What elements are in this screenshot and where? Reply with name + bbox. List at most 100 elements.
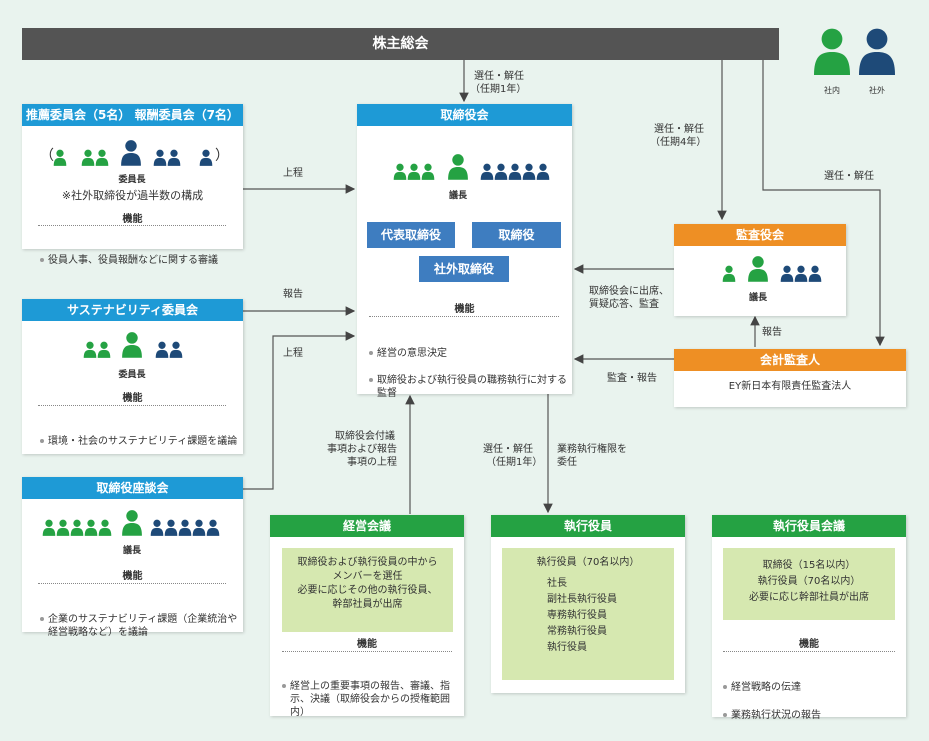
internal-person-icon [814, 28, 850, 76]
function-title: 機能 [122, 393, 143, 404]
function-title: 機能 [799, 639, 819, 650]
nomination-note: ※社外取締役が過半数の構成 [61, 189, 204, 202]
internal-person-icon [421, 163, 435, 180]
function-item: 環境・社会のサステナビリティ課題を議論 [40, 435, 243, 448]
internal-person-icon [42, 519, 56, 536]
director-council-box: 取締役座談会 議長 機能 企業のサステナビリティ課題（企業統治や経営戦略など）を… [22, 477, 243, 638]
legend-internal-label: 社内 [824, 86, 840, 95]
external-person-icon [153, 149, 167, 166]
internal-person-icon [393, 163, 407, 180]
label-audit-attend-b: 質疑応答、監査 [589, 299, 659, 310]
chair-label: 議長 [122, 546, 141, 556]
external-person-icon [150, 519, 164, 536]
chair-label: 議長 [748, 293, 767, 303]
chair-person-icon [448, 154, 468, 180]
label-delegate-a: 業務執行権限を [557, 444, 627, 455]
external-person-icon [169, 341, 183, 358]
representative-director-button[interactable]: 代表取締役 [367, 222, 455, 248]
external-person-icon [794, 265, 808, 282]
label-submit-council: 上程 [283, 348, 303, 359]
panel-line: 幹部社員が出席 [332, 599, 403, 610]
label-mgmt-submit-a: 取締役会付議 [335, 431, 395, 442]
panel-line: 必要に応じ幹部社員が出席 [749, 592, 869, 603]
function-item: 業務執行状況の報告 [723, 709, 906, 722]
external-person-icon [808, 265, 822, 282]
nomination-committee-title: 推薦委員会（5名） 報酬委員会（7名） [22, 104, 243, 126]
shareholders-bar: 株主総会 [22, 28, 779, 60]
external-person-icon [480, 163, 494, 180]
function-item: 経営上の重要事項の報告、審議、指示、決議（取締役会からの授権範囲内） [282, 680, 462, 719]
role-item: 副社長執行役員 [547, 594, 617, 605]
board-box: 取締役会 議長 代表取締役 取締役 社外取締役 機能 経営の意思決定 取締役およ… [357, 104, 572, 399]
external-person-icon [164, 519, 178, 536]
function-title: 機能 [454, 304, 475, 315]
chair-person-icon [748, 256, 768, 282]
divider [38, 583, 226, 584]
paren-left: （ [40, 148, 54, 164]
role-item: 専務執行役員 [547, 610, 607, 621]
internal-person-icon [722, 265, 736, 282]
internal-person-icon [83, 341, 97, 358]
divider [282, 651, 452, 652]
panel-line: 取締役および執行役員の中から [297, 557, 438, 568]
internal-person-icon [53, 149, 67, 166]
function-item: 取締役および執行役員の職務執行に対する監督 [369, 374, 567, 400]
divider [723, 651, 895, 652]
label-elect-exec-b: （任期1年） [486, 457, 543, 468]
label-report-sustain: 報告 [283, 289, 303, 300]
divider [38, 225, 226, 226]
function-item: 企業のサステナビリティ課題（企業統治や経営戦略など）を議論 [40, 613, 243, 639]
internal-person-icon [56, 519, 70, 536]
panel-line: 必要に応じその他の執行役員、 [297, 585, 438, 596]
role-item: 執行役員 [547, 642, 587, 653]
external-person-icon [155, 341, 169, 358]
chair-person-icon [122, 332, 142, 358]
arrow-council-board [243, 331, 356, 490]
executive-officers-title: 執行役員 [491, 515, 685, 537]
chair-label: 委員長 [118, 370, 146, 380]
external-person-icon [192, 519, 206, 536]
external-person-icon [522, 163, 536, 180]
management-meeting-box: 経営会議 取締役および執行役員の中から メンバーを選任 必要に応じその他の執行役… [270, 515, 464, 719]
arrow-shareholders-auditor [762, 60, 885, 347]
director-council-title: 取締役座談会 [22, 477, 243, 499]
label-mgmt-submit-b: 事項および報告 [327, 444, 397, 455]
paren-right: ） [215, 148, 229, 164]
label-delegate-b: 委任 [557, 457, 577, 468]
function-title: 機能 [122, 214, 143, 225]
executive-officers-box: 執行役員 執行役員（70名以内） 社長 副社長執行役員 専務執行役員 常務執行役… [491, 515, 685, 693]
external-person-icon [536, 163, 550, 180]
label-audit-report: 監査・報告 [607, 373, 657, 384]
label-elect-board-b: （任期1年） [470, 84, 527, 95]
external-person-icon [508, 163, 522, 180]
label-mgmt-submit-c: 事項の上程 [347, 457, 397, 468]
accounting-auditor-title: 会計監査人 [674, 349, 906, 371]
outside-director-button[interactable]: 社外取締役 [419, 256, 509, 282]
function-title: 機能 [357, 639, 377, 650]
divider [369, 316, 559, 317]
internal-person-icon [70, 519, 84, 536]
panel-head: 執行役員（70名以内） [536, 557, 640, 568]
external-person-icon [167, 149, 181, 166]
sustainability-committee-box: サステナビリティ委員会 委員長 機能 環境・社会のサステナビリティ課題を議論 [22, 299, 243, 454]
external-person-icon [859, 28, 895, 76]
function-item: 役員人事、役員報酬などに関する審議 [40, 254, 243, 267]
label-submit-nomination: 上程 [283, 168, 303, 179]
divider [38, 405, 226, 406]
internal-person-icon [98, 519, 112, 536]
executive-panel: 執行役員（70名以内） 社長 副社長執行役員 専務執行役員 常務執行役員 執行役… [502, 548, 674, 680]
executive-meeting-panel: 取締役（15名以内） 執行役員（70名以内） 必要に応じ幹部社員が出席 [723, 548, 895, 620]
role-item: 常務執行役員 [547, 626, 607, 637]
director-button[interactable]: 取締役 [472, 222, 561, 248]
label-auditor-report: 報告 [762, 327, 782, 338]
label-elect-exec-a: 選任・解任 [483, 444, 533, 455]
function-item: 経営戦略の伝達 [723, 681, 906, 694]
external-person-icon [780, 265, 794, 282]
nomination-committee-box: 推薦委員会（5名） 報酬委員会（7名） （ ） 委員長 ※社外取締役が過半数の構… [22, 104, 243, 266]
external-person-icon [494, 163, 508, 180]
panel-line: 取締役（15名以内） [762, 560, 856, 571]
function-title: 機能 [122, 571, 143, 582]
legend-external-label: 社外 [869, 86, 885, 95]
label-audit-attend-a: 取締役会に出席、 [589, 286, 669, 297]
